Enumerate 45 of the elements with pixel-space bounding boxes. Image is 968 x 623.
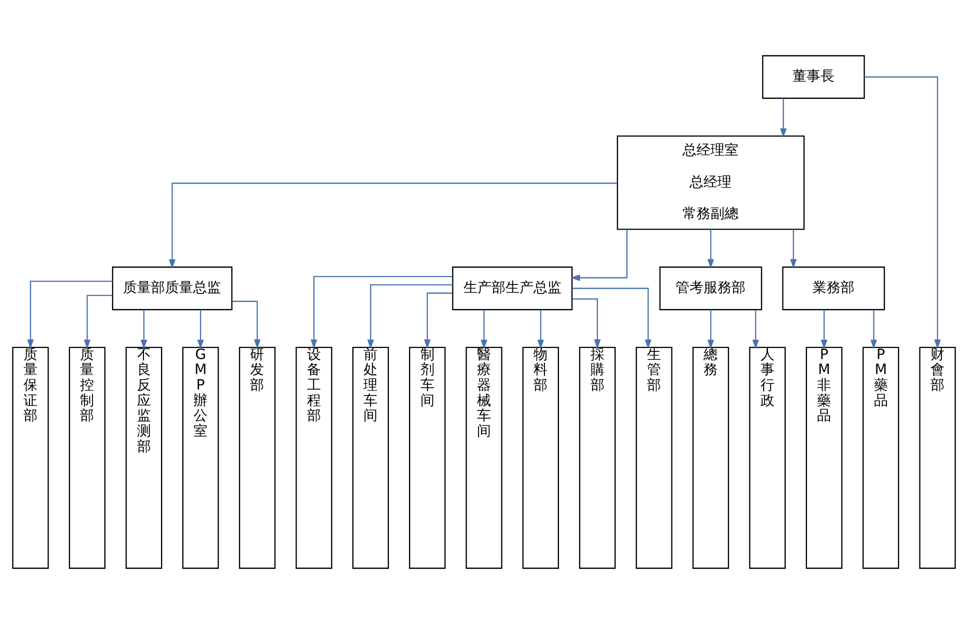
node-box: 总经理室 总经理 常務副總 xyxy=(616,134,805,230)
node-box: 制剂车间 xyxy=(409,346,446,568)
node-box: GMP辦公室 xyxy=(182,346,219,568)
arrow xyxy=(870,309,878,349)
arrow xyxy=(780,98,787,138)
arrow xyxy=(168,182,618,268)
node-box: 總務 xyxy=(692,346,730,568)
arrow xyxy=(572,287,652,348)
node-box: 质量保证部 xyxy=(12,346,49,568)
node-box: 物料部 xyxy=(522,346,559,568)
node-box: 质量控制部 xyxy=(68,346,106,568)
arrow xyxy=(310,275,452,348)
arrow xyxy=(790,228,797,268)
node-box: 质量部质量总监 xyxy=(112,266,232,310)
node-box: 董事長 xyxy=(762,54,865,98)
node-box: PM非藥品 xyxy=(806,346,842,568)
arrow xyxy=(27,280,113,348)
node-box: 人事行政 xyxy=(749,346,786,568)
node-box: 業務部 xyxy=(782,266,885,310)
arrow xyxy=(84,294,112,349)
arrow xyxy=(570,229,628,281)
arrow xyxy=(752,309,759,349)
arrow xyxy=(197,309,204,349)
node-box: 生管部 xyxy=(636,346,672,568)
node-box: 醫療器械车间 xyxy=(466,346,502,568)
node-box: 生产部生产总监 xyxy=(452,266,573,310)
node-box: 财會部 xyxy=(919,346,956,568)
arrow xyxy=(480,309,488,349)
arrow xyxy=(572,298,601,348)
node-box: 设备工程部 xyxy=(296,346,332,568)
arrow xyxy=(707,309,714,349)
arrow xyxy=(367,284,453,349)
node-box: 研发部 xyxy=(238,346,276,568)
node-box: 管考服務部 xyxy=(659,266,762,310)
arrow xyxy=(537,309,544,349)
node-box: 不良反应监测部 xyxy=(126,346,162,568)
node-box: 前处理车间 xyxy=(352,346,389,568)
arrow xyxy=(140,309,148,349)
arrow xyxy=(820,309,828,349)
node-box: PM藥品 xyxy=(862,346,900,568)
arrow xyxy=(232,300,261,348)
node-box: 採購部 xyxy=(579,346,616,568)
arrow xyxy=(424,292,452,348)
arrow xyxy=(864,76,941,348)
arrow xyxy=(707,228,714,268)
